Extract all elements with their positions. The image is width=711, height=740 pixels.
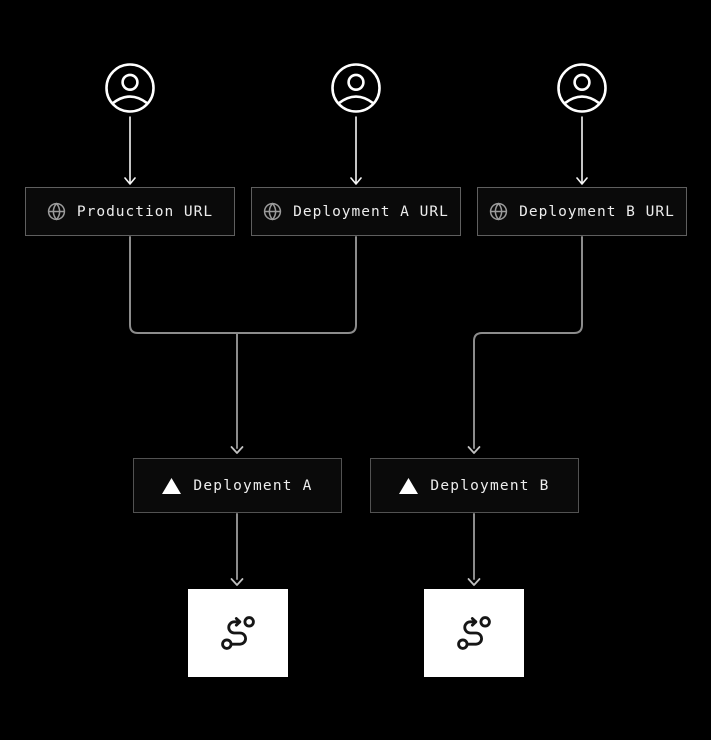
node-label: Production URL bbox=[76, 203, 214, 220]
edge-client2-deployment-a-url bbox=[350, 116, 362, 185]
client-node bbox=[556, 62, 608, 114]
node-deployment-a: Deployment A bbox=[133, 458, 342, 513]
edge-deployment-b-url-deployment-b bbox=[473, 236, 583, 449]
globe-icon bbox=[489, 202, 508, 221]
vercel-logo-icon bbox=[162, 477, 182, 494]
route-icon bbox=[457, 616, 491, 650]
edge-client1-production-url bbox=[124, 116, 136, 185]
globe-icon bbox=[47, 202, 66, 221]
edge-client3-deployment-b-url bbox=[576, 116, 588, 185]
edge-production-url-junction bbox=[129, 236, 238, 334]
node-label: Deployment B bbox=[430, 477, 550, 494]
arrow-into-deployment-b bbox=[467, 446, 481, 454]
node-label: Deployment A bbox=[193, 477, 313, 494]
client-node bbox=[330, 62, 382, 114]
user-icon bbox=[331, 63, 381, 113]
edge-deployment-a-url-junction bbox=[236, 236, 357, 334]
route-icon bbox=[221, 616, 255, 650]
node-label: Deployment B URL bbox=[519, 203, 675, 220]
node-deployment-b-url: Deployment B URL bbox=[477, 187, 687, 236]
arrow-into-function-a bbox=[230, 578, 244, 586]
node-deployment-b: Deployment B bbox=[370, 458, 579, 513]
node-production-url: Production URL bbox=[25, 187, 235, 236]
user-icon bbox=[105, 63, 155, 113]
node-label: Deployment A URL bbox=[293, 203, 449, 220]
globe-icon bbox=[263, 202, 282, 221]
node-function-a bbox=[188, 589, 288, 677]
node-deployment-a-url: Deployment A URL bbox=[251, 187, 461, 236]
arrow-into-function-b bbox=[467, 578, 481, 586]
node-function-b bbox=[424, 589, 524, 677]
client-node bbox=[104, 62, 156, 114]
arrow-into-deployment-a bbox=[230, 446, 244, 454]
user-icon bbox=[557, 63, 607, 113]
vercel-logo-icon bbox=[399, 477, 419, 494]
